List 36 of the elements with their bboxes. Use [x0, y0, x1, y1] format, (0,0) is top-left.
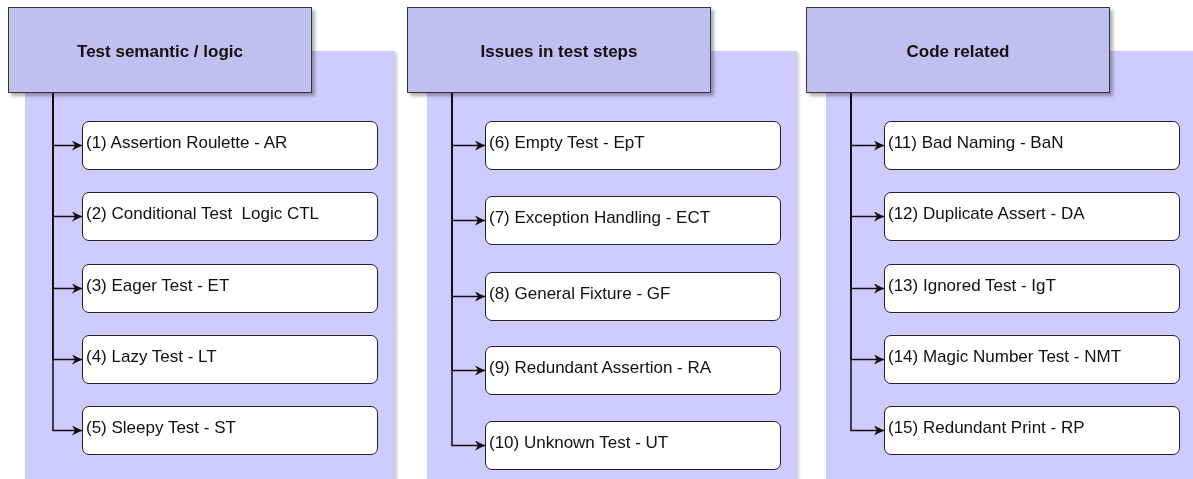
node-text: (10) Unknown Test - UT [489, 432, 669, 453]
item-box [485, 272, 781, 321]
item-box [884, 264, 1180, 313]
node-text: Issues in test steps [480, 42, 638, 61]
item-box [884, 335, 1180, 384]
item-box [485, 196, 781, 245]
item-box [82, 121, 378, 170]
node-text: (2) Conditional Test Logic CTL [86, 203, 320, 224]
item-box [485, 346, 781, 395]
node-text: (15) Redundant Print - RP [888, 417, 1085, 438]
node-text: (14) Magic Number Test - NMT [888, 346, 1121, 367]
node-text: (12) Duplicate Assert - DA [888, 203, 1085, 224]
node-text: (13) Ignored Test - IgT [888, 275, 1056, 296]
item-box [485, 421, 781, 470]
item-box [82, 192, 378, 241]
node-text: (3) Eager Test - ET [86, 275, 230, 296]
node-text: (11) Bad Naming - BaN [888, 132, 1064, 153]
category-header-box [8, 7, 312, 93]
item-box [82, 406, 378, 455]
node-text: (9) Redundant Assertion - RA [489, 357, 712, 378]
item-box [884, 406, 1180, 455]
node-text: (6) Empty Test - EpT [489, 132, 645, 153]
node-text: (7) Exception Handling - ECT [489, 207, 711, 228]
item-box [82, 335, 378, 384]
node-text: (1) Assertion Roulette - AR [86, 132, 288, 153]
node-text: Code related [906, 42, 1010, 61]
node-text: (5) Sleepy Test - ST [86, 417, 236, 438]
category-header-box [407, 7, 711, 93]
item-box [82, 264, 378, 313]
node-text: (4) Lazy Test - LT [86, 346, 217, 367]
node-text: (8) General Fixture - GF [489, 283, 671, 304]
item-box [485, 121, 781, 170]
item-box [884, 121, 1180, 170]
item-box [884, 192, 1180, 241]
category-header-box [806, 7, 1110, 93]
node-text: Test semantic / logic [77, 42, 243, 61]
